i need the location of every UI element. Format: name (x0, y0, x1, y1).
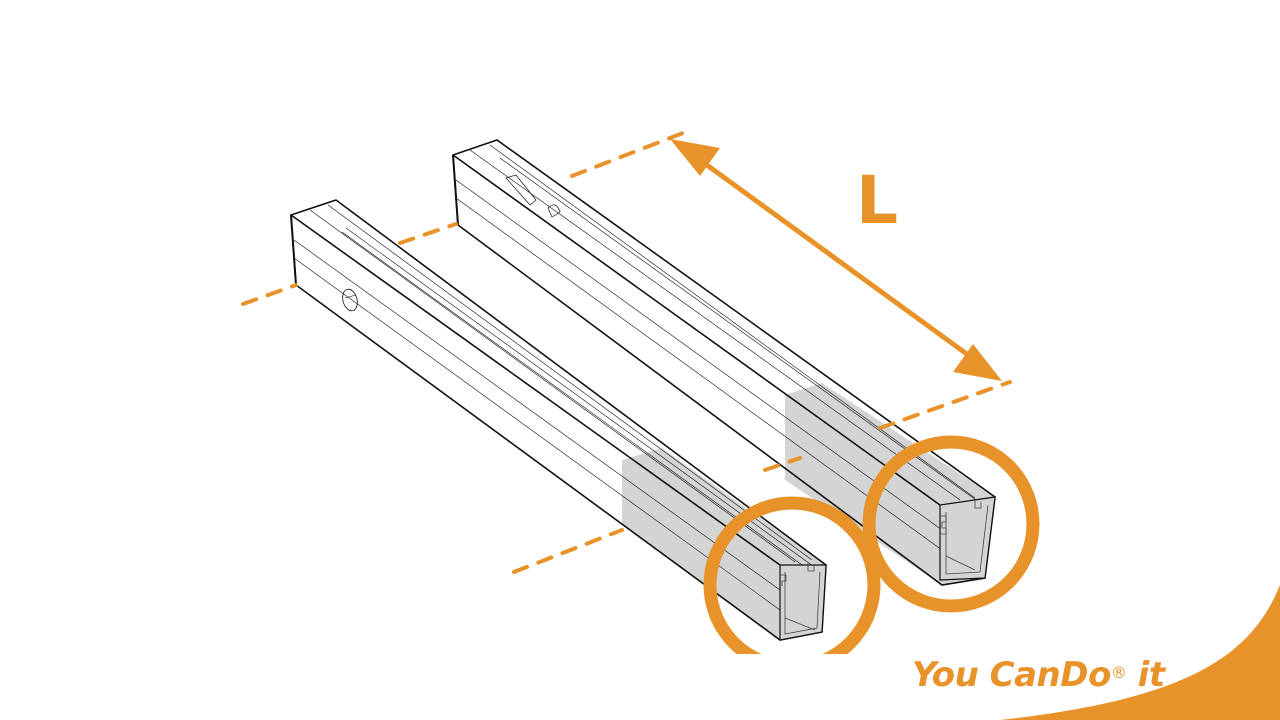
ext-line-rear-end (878, 380, 1012, 430)
ext-line-front-end (512, 528, 624, 574)
brand-tagline: You CanDo® it (912, 655, 1165, 695)
ext-line-front-start (241, 283, 298, 306)
ext-line-rear-start (570, 129, 690, 178)
arrowhead-end (953, 344, 1002, 381)
arrowhead-start (670, 139, 720, 176)
ext-line-gap-start (398, 222, 458, 245)
ext-line-gap-end (763, 456, 802, 472)
dimension-arrow (670, 139, 1002, 381)
tagline-end: it (1126, 655, 1165, 695)
front-beam (290, 199, 827, 641)
registered-mark: ® (1110, 663, 1127, 682)
rear-beam (452, 139, 996, 586)
highlight-circle-rear (862, 435, 1040, 613)
dimension-label: L (856, 162, 899, 239)
tagline-main: You CanDo (912, 655, 1111, 695)
extension-lines (241, 129, 1012, 574)
corner-swoosh (1000, 585, 1280, 720)
